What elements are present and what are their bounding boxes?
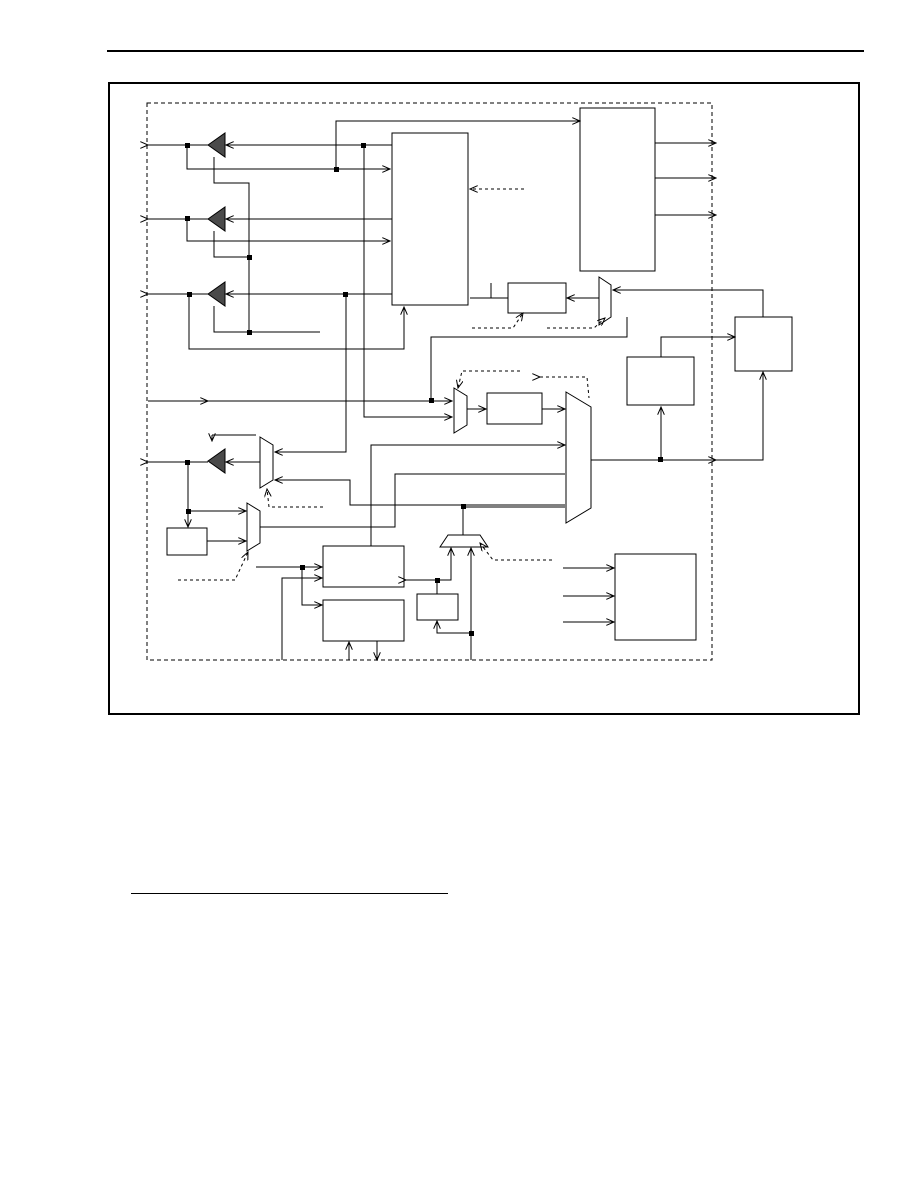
- timer-block: [507, 282, 567, 314]
- mux-d: [246, 502, 261, 552]
- prescaler-block: [166, 527, 208, 556]
- figure-frame: [108, 82, 860, 715]
- small-latch-block: [416, 593, 459, 621]
- control-register-block: [391, 132, 469, 306]
- clock-generator-block: [614, 553, 697, 641]
- compare-block: [734, 316, 793, 372]
- mux-c: [259, 436, 274, 489]
- status-register-block: [322, 599, 405, 642]
- buffer-4: [207, 448, 226, 474]
- shift-register-block: [486, 392, 543, 425]
- mux-e: [439, 534, 489, 548]
- buffer-3: [207, 281, 226, 307]
- mux-b: [598, 276, 612, 326]
- buffer-2: [207, 206, 226, 232]
- main-mux: [565, 391, 592, 524]
- footnote-rule: [131, 893, 448, 894]
- output-latch-block: [579, 107, 656, 272]
- data-register-block: [322, 545, 405, 588]
- header-rule: [107, 50, 864, 52]
- mux-a: [453, 387, 468, 434]
- device-boundary: [146, 102, 713, 661]
- buffer-1: [207, 132, 226, 158]
- counter-block: [626, 356, 695, 406]
